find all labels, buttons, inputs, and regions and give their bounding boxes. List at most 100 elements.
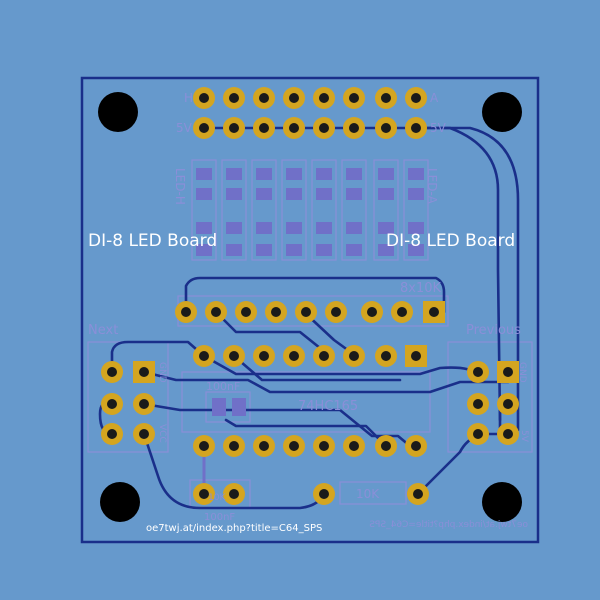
pad-next-5 xyxy=(101,423,123,445)
led-array xyxy=(191,159,429,261)
label-next: Next xyxy=(88,323,118,338)
pad-ic-bottom-5 xyxy=(313,435,335,457)
pad-rnet-3 xyxy=(235,301,257,323)
silk-ic-outline xyxy=(181,371,431,433)
label-5v-left: 5V xyxy=(176,121,193,135)
pad-header-5v-1 xyxy=(193,117,215,139)
pad-header-5v-6 xyxy=(343,117,365,139)
led-column-1 xyxy=(191,159,217,261)
pad-header-5v-2 xyxy=(223,117,245,139)
pad-rnet-8 xyxy=(391,301,413,323)
pad-ic-bottom-7 xyxy=(375,435,397,457)
board-outline xyxy=(80,76,540,544)
trace-5v-right xyxy=(414,126,502,422)
label-5v-right: 5V xyxy=(430,121,447,135)
pad-rnet-7 xyxy=(361,301,383,323)
led-column-3 xyxy=(251,159,277,261)
label-res: 10K xyxy=(356,487,380,501)
pad-prev-4 xyxy=(497,393,519,415)
pad-ic-bottom-3 xyxy=(253,435,275,457)
pad-prev-3 xyxy=(467,393,489,415)
pad-prev-2 xyxy=(497,361,519,383)
pad-header-5v-7 xyxy=(375,117,397,139)
pad-header-top-7 xyxy=(375,87,397,109)
pad-header-top-6 xyxy=(343,87,365,109)
trace-rnet-2 xyxy=(214,310,332,358)
pad-ic-bottom-6 xyxy=(343,435,365,457)
label-ic: 74HC165 xyxy=(298,399,358,414)
trace-data-1 xyxy=(142,370,510,394)
pad-header-top-5 xyxy=(313,87,335,109)
silkscreen xyxy=(87,295,533,509)
mount-hole-br xyxy=(482,482,522,522)
trace-rnet-1 xyxy=(184,276,446,314)
pad-cap-2 xyxy=(223,483,245,505)
mounting-holes xyxy=(98,92,522,522)
led-column-7 xyxy=(373,159,399,261)
pad-ic-bottom-8 xyxy=(405,435,427,457)
pad-rnet-1 xyxy=(175,301,197,323)
label-vcc-left: VCC xyxy=(157,424,167,443)
led-column-5 xyxy=(311,159,337,261)
led-column-2 xyxy=(221,159,247,261)
pad-rnet-2 xyxy=(205,301,227,323)
smd-pad-cap-left xyxy=(212,398,226,416)
pads xyxy=(101,87,519,505)
pad-ic-top-2 xyxy=(223,345,245,367)
led-column-4 xyxy=(281,159,307,261)
mount-hole-tr xyxy=(482,92,522,132)
label-res-small: 10K xyxy=(208,493,226,503)
label-vcc-right: 5V xyxy=(519,430,529,443)
label-pin-h: H xyxy=(184,91,193,105)
pad-rnet-9 xyxy=(423,301,445,323)
pad-res-1 xyxy=(313,483,335,505)
label-cap: 100nF xyxy=(206,380,240,393)
pad-next-3 xyxy=(101,393,123,415)
pad-next-1 xyxy=(101,361,123,383)
pad-prev-5 xyxy=(467,423,489,445)
trace-5v-rail xyxy=(202,126,520,442)
pad-rnet-6 xyxy=(325,301,347,323)
mount-hole-tl xyxy=(98,92,138,132)
silk-connector-previous xyxy=(447,341,533,453)
pad-rnet-4 xyxy=(265,301,287,323)
pad-ic-bottom-2 xyxy=(223,435,245,457)
pad-cap-1 xyxy=(193,483,215,505)
pad-header-5v-8 xyxy=(405,117,427,139)
pad-next-6 xyxy=(133,423,155,445)
pad-rnet-5 xyxy=(295,301,317,323)
pad-header-5v-5 xyxy=(313,117,335,139)
board-title-left: DI-8 LED Board xyxy=(88,231,217,251)
trace-next-loop xyxy=(110,340,206,374)
pad-next-4 xyxy=(133,393,155,415)
pad-header-top-4 xyxy=(283,87,305,109)
pad-next-2 xyxy=(133,361,155,383)
trace-ic-pin xyxy=(224,418,388,448)
label-previous: Previous xyxy=(466,323,521,338)
label-pin-a: A xyxy=(430,91,439,105)
pad-header-top-3 xyxy=(253,87,275,109)
label-led-a: LED-A xyxy=(425,168,439,205)
label-cap-small: 100nF xyxy=(204,512,235,523)
pad-ic-top-1 xyxy=(193,345,215,367)
silk-connector-next xyxy=(87,341,169,453)
pad-ic-top-6 xyxy=(343,345,365,367)
trace-data-4 xyxy=(232,354,402,382)
mount-hole-bl xyxy=(100,482,140,522)
label-gnd-left: GND xyxy=(157,362,167,383)
pad-header-top-2 xyxy=(223,87,245,109)
label-gnd-right: GND xyxy=(517,362,527,383)
smd-pad-cap-right xyxy=(232,398,246,416)
label-led-h: LED-H xyxy=(173,168,187,205)
pad-ic-bottom-1 xyxy=(193,435,215,457)
pad-ic-top-5 xyxy=(313,345,335,367)
pad-ic-top-3 xyxy=(253,345,275,367)
pad-res-2 xyxy=(407,483,429,505)
url-front: oe7twj.at/index.php?title=C64_SPS xyxy=(146,523,322,534)
board-title-right: DI-8 LED Board xyxy=(386,231,515,251)
pad-header-top-8 xyxy=(405,87,427,109)
pad-ic-top-4 xyxy=(283,345,305,367)
led-column-8 xyxy=(403,159,429,261)
url-back: oe7twj.at/index.php?title=C64_SPS xyxy=(369,520,528,530)
pad-header-top-1 xyxy=(193,87,215,109)
